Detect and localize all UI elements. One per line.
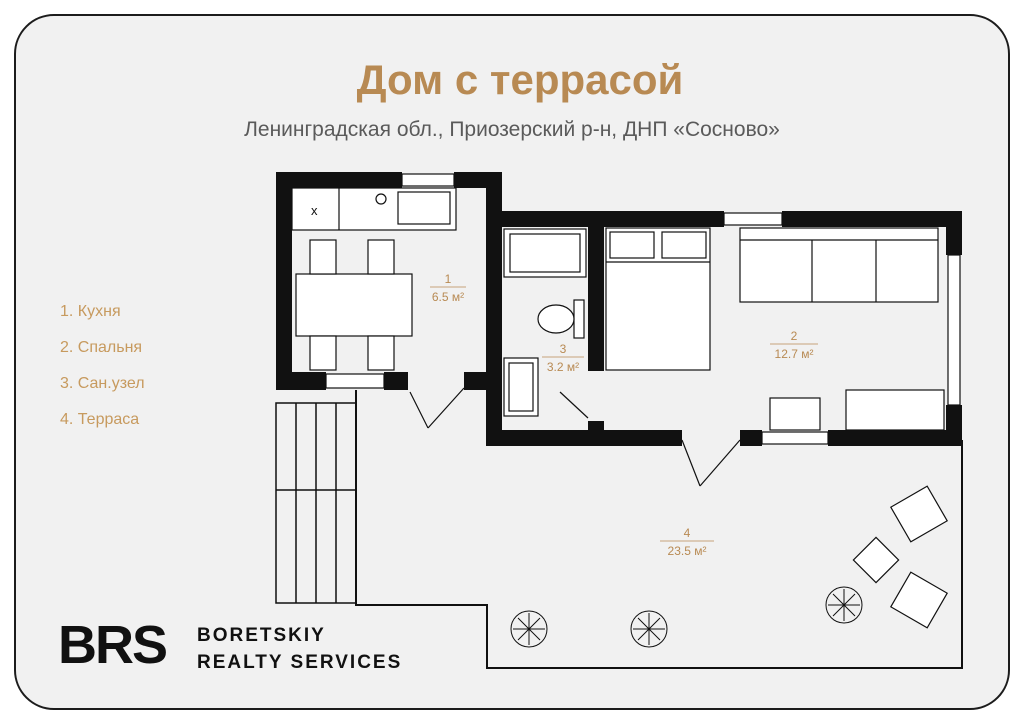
windows [325, 173, 961, 445]
page-title: Дом с террасой [356, 56, 684, 103]
legend-item-terrace: 4. Терраса [60, 411, 140, 428]
room-label-4: 4 23.5 м² [660, 526, 714, 558]
room-label-2: 2 12.7 м² [770, 329, 818, 361]
bedroom-furniture [605, 227, 945, 431]
room-number: 1 [445, 272, 452, 286]
doors [409, 387, 741, 487]
room-area: 3.2 м² [547, 360, 579, 374]
room-area: 12.7 м² [775, 347, 814, 361]
legend-item-kitchen: 1. Кухня [60, 303, 121, 320]
room-area: 6.5 м² [432, 290, 464, 304]
plant-icon [630, 610, 668, 648]
legend-item-bedroom: 2. Спальня [60, 339, 143, 356]
legend-item-bathroom: 3. Сан.узел [60, 375, 145, 392]
plant-icon-group [510, 586, 863, 648]
room-label-1: 1 6.5 м² [430, 272, 466, 304]
room-area: 23.5 м² [668, 544, 707, 558]
room-number: 2 [791, 329, 798, 343]
stove-mark: x [311, 203, 318, 218]
bathroom-fixtures [503, 228, 587, 417]
room-legend: 1. Кухня 2. Спальня 3. Сан.узел 4. Терра… [60, 302, 145, 446]
address-subtitle: Ленинградская обл., Приозерский р-н, ДНП… [244, 118, 780, 141]
plant-icon [510, 610, 548, 648]
brand-logo: BRS [58, 615, 168, 675]
plant-icon [825, 586, 863, 624]
room-label-3: 3 3.2 м² [542, 342, 584, 374]
company-name-line2: REALTY SERVICES [197, 652, 403, 673]
room-number: 4 [684, 526, 691, 540]
kitchen-furniture [291, 187, 457, 371]
terrace-furniture [852, 485, 949, 629]
entry-steps [275, 402, 357, 604]
company-name-line1: BORETSKIY [197, 625, 326, 646]
room-number: 3 [560, 342, 567, 356]
walls [276, 172, 962, 446]
company-name: BORETSKIY REALTY SERVICES [197, 622, 402, 676]
